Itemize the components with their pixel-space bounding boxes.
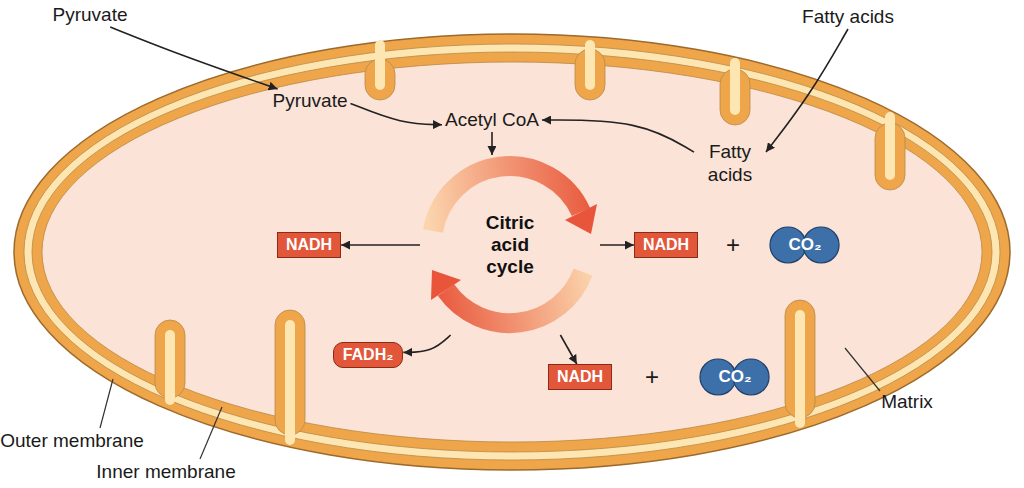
flow-arrow [766,29,848,152]
node-text: CO₂ [718,367,751,387]
node-text: Acetyl CoA [445,109,539,131]
cycle-arc [446,272,583,323]
crista-space [375,40,385,90]
plus-sign: + [645,363,659,391]
cycle-arrows [431,166,597,323]
flow-arrow [600,244,634,246]
crista-space [795,310,805,428]
node-text: CO₂ [788,235,821,255]
flow-arrow [110,27,277,89]
node-text: Fatty acids [802,6,894,28]
membrane-label: Outer membrane [0,430,144,452]
metabolite-label: Fatty acids [799,5,897,29]
cristae [155,40,905,445]
metabolite-label: Acetyl CoA [442,108,542,132]
node-text: NADH [643,236,689,254]
flow-arrow [491,132,493,155]
product-box: NADH [548,364,612,390]
leader-line [845,348,880,391]
node-text: NADH [557,368,603,386]
matrix-region [42,62,982,442]
leader-line [200,407,222,459]
outer-membrane [14,34,1010,470]
co2-molecule: CO₂ [699,358,770,396]
metabolite-label: Pyruvate [50,3,131,27]
cycle-arrowhead [431,270,461,300]
flow-arrow [560,335,576,364]
flow-arrow [403,335,450,352]
cycle-arrowhead [565,204,597,234]
product-box: NADH [634,232,698,258]
crista-space [730,58,740,115]
leader-lines [100,348,880,459]
crista-space [585,40,595,90]
leader-line [100,379,113,428]
node-text: FADH₂ [343,346,394,364]
crista-space [885,112,895,180]
crista-space [165,330,175,405]
node-text: Pyruvate [53,4,128,26]
cycle-label: Citric acid cycle [420,155,600,335]
crista-space [285,320,295,445]
intermembrane-space [24,44,1000,460]
product-box: FADH₂ [333,342,404,368]
membrane-label: Inner membrane [96,461,235,483]
metabolite-label: Pyruvate [270,89,351,113]
co2-molecule: CO₂ [769,226,840,264]
inner-membrane [32,52,992,452]
metabolite-label: Fatty acids [694,140,766,188]
region-label: Matrix [881,391,933,413]
node-text: Fatty acids [697,141,763,187]
plus-sign: + [726,231,740,259]
node-text: Citric acid cycle [467,212,553,278]
product-box: NADH [277,232,341,258]
flow-arrow [542,120,694,152]
flow-arrow [341,244,420,246]
node-text: NADH [286,236,332,254]
node-text: Pyruvate [273,90,348,112]
flow-arrow [350,103,442,124]
